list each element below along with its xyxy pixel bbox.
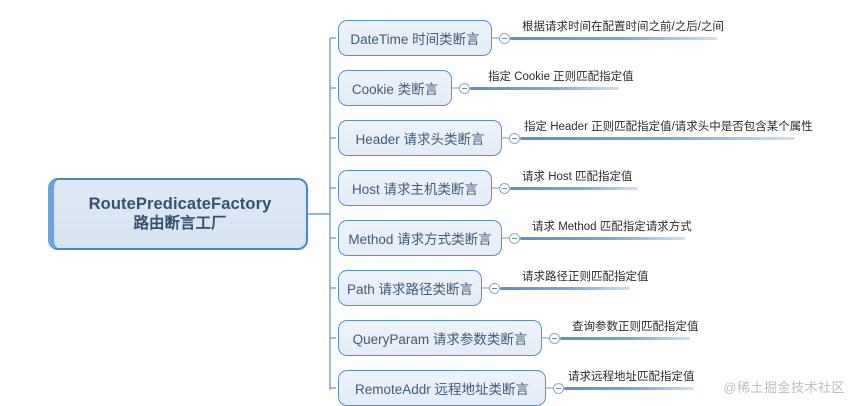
annotation-underline — [520, 137, 795, 140]
annotation-underline — [520, 237, 685, 240]
collapse-minus-icon[interactable] — [499, 182, 510, 194]
annotation-underline — [510, 37, 717, 40]
collapse-minus-icon[interactable] — [509, 132, 520, 144]
collapse-minus-icon[interactable] — [549, 332, 560, 344]
branch-annotation-cookie: 指定 Cookie 正则匹配指定值 — [488, 71, 634, 83]
branch-node-host[interactable]: Host 请求主机类断言 — [338, 170, 492, 206]
branch-node-method[interactable]: Method 请求方式类断言 — [338, 220, 502, 256]
branch-node-path[interactable]: Path 请求路径类断言 — [338, 270, 482, 306]
annotation-underline — [500, 287, 630, 290]
annotation-underline — [564, 387, 694, 390]
branch-node-queryparam[interactable]: QueryParam 请求参数类断言 — [338, 320, 542, 356]
branch-annotation-queryparam: 查询参数正则匹配指定值 — [572, 321, 699, 333]
root-title-zh: 路由断言工厂 — [133, 215, 227, 233]
branch-node-datetime[interactable]: DateTime 时间类断言 — [338, 20, 492, 56]
annotation-underline — [470, 87, 619, 90]
collapse-minus-icon[interactable] — [499, 32, 510, 44]
branch-annotation-path: 请求路径正则匹配指定值 — [522, 271, 649, 283]
branch-label: DateTime 时间类断言 — [350, 32, 480, 47]
root-node[interactable]: RoutePredicateFactory 路由断言工厂 — [48, 178, 308, 250]
annotation-underline — [510, 187, 638, 190]
branch-annotation-remoteaddr: 请求远程地址匹配指定值 — [568, 371, 695, 383]
branch-label: RemoteAddr 远程地址类断言 — [354, 382, 530, 397]
collapse-minus-icon[interactable] — [459, 82, 470, 94]
branch-label: Header 请求头类断言 — [355, 132, 485, 147]
branch-annotation-header: 指定 Header 正则匹配指定值/请求头中是否包含某个属性 — [524, 121, 813, 133]
branch-annotation-host: 请求 Host 匹配指定值 — [522, 171, 633, 183]
branch-node-cookie[interactable]: Cookie 类断言 — [338, 70, 452, 106]
branch-label: QueryParam 请求参数类断言 — [352, 332, 528, 347]
branch-node-header[interactable]: Header 请求头类断言 — [338, 120, 502, 156]
branch-annotation-method: 请求 Method 匹配指定请求方式 — [532, 221, 692, 233]
branch-node-remoteaddr[interactable]: RemoteAddr 远程地址类断言 — [338, 370, 546, 406]
annotation-underline — [560, 337, 690, 340]
collapse-minus-icon[interactable] — [489, 282, 500, 294]
root-title-en: RoutePredicateFactory — [88, 194, 272, 213]
branch-label: Host 请求主机类断言 — [352, 182, 479, 197]
collapse-minus-icon[interactable] — [553, 382, 564, 394]
branch-annotation-datetime: 根据请求时间在配置时间之前/之后/之间 — [522, 21, 724, 33]
branch-label: Method 请求方式类断言 — [348, 232, 492, 247]
branch-label: Path 请求路径类断言 — [346, 282, 474, 297]
watermark: @稀土掘金技术社区 — [723, 380, 845, 395]
collapse-minus-icon[interactable] — [509, 232, 520, 244]
branch-label: Cookie 类断言 — [351, 82, 439, 97]
